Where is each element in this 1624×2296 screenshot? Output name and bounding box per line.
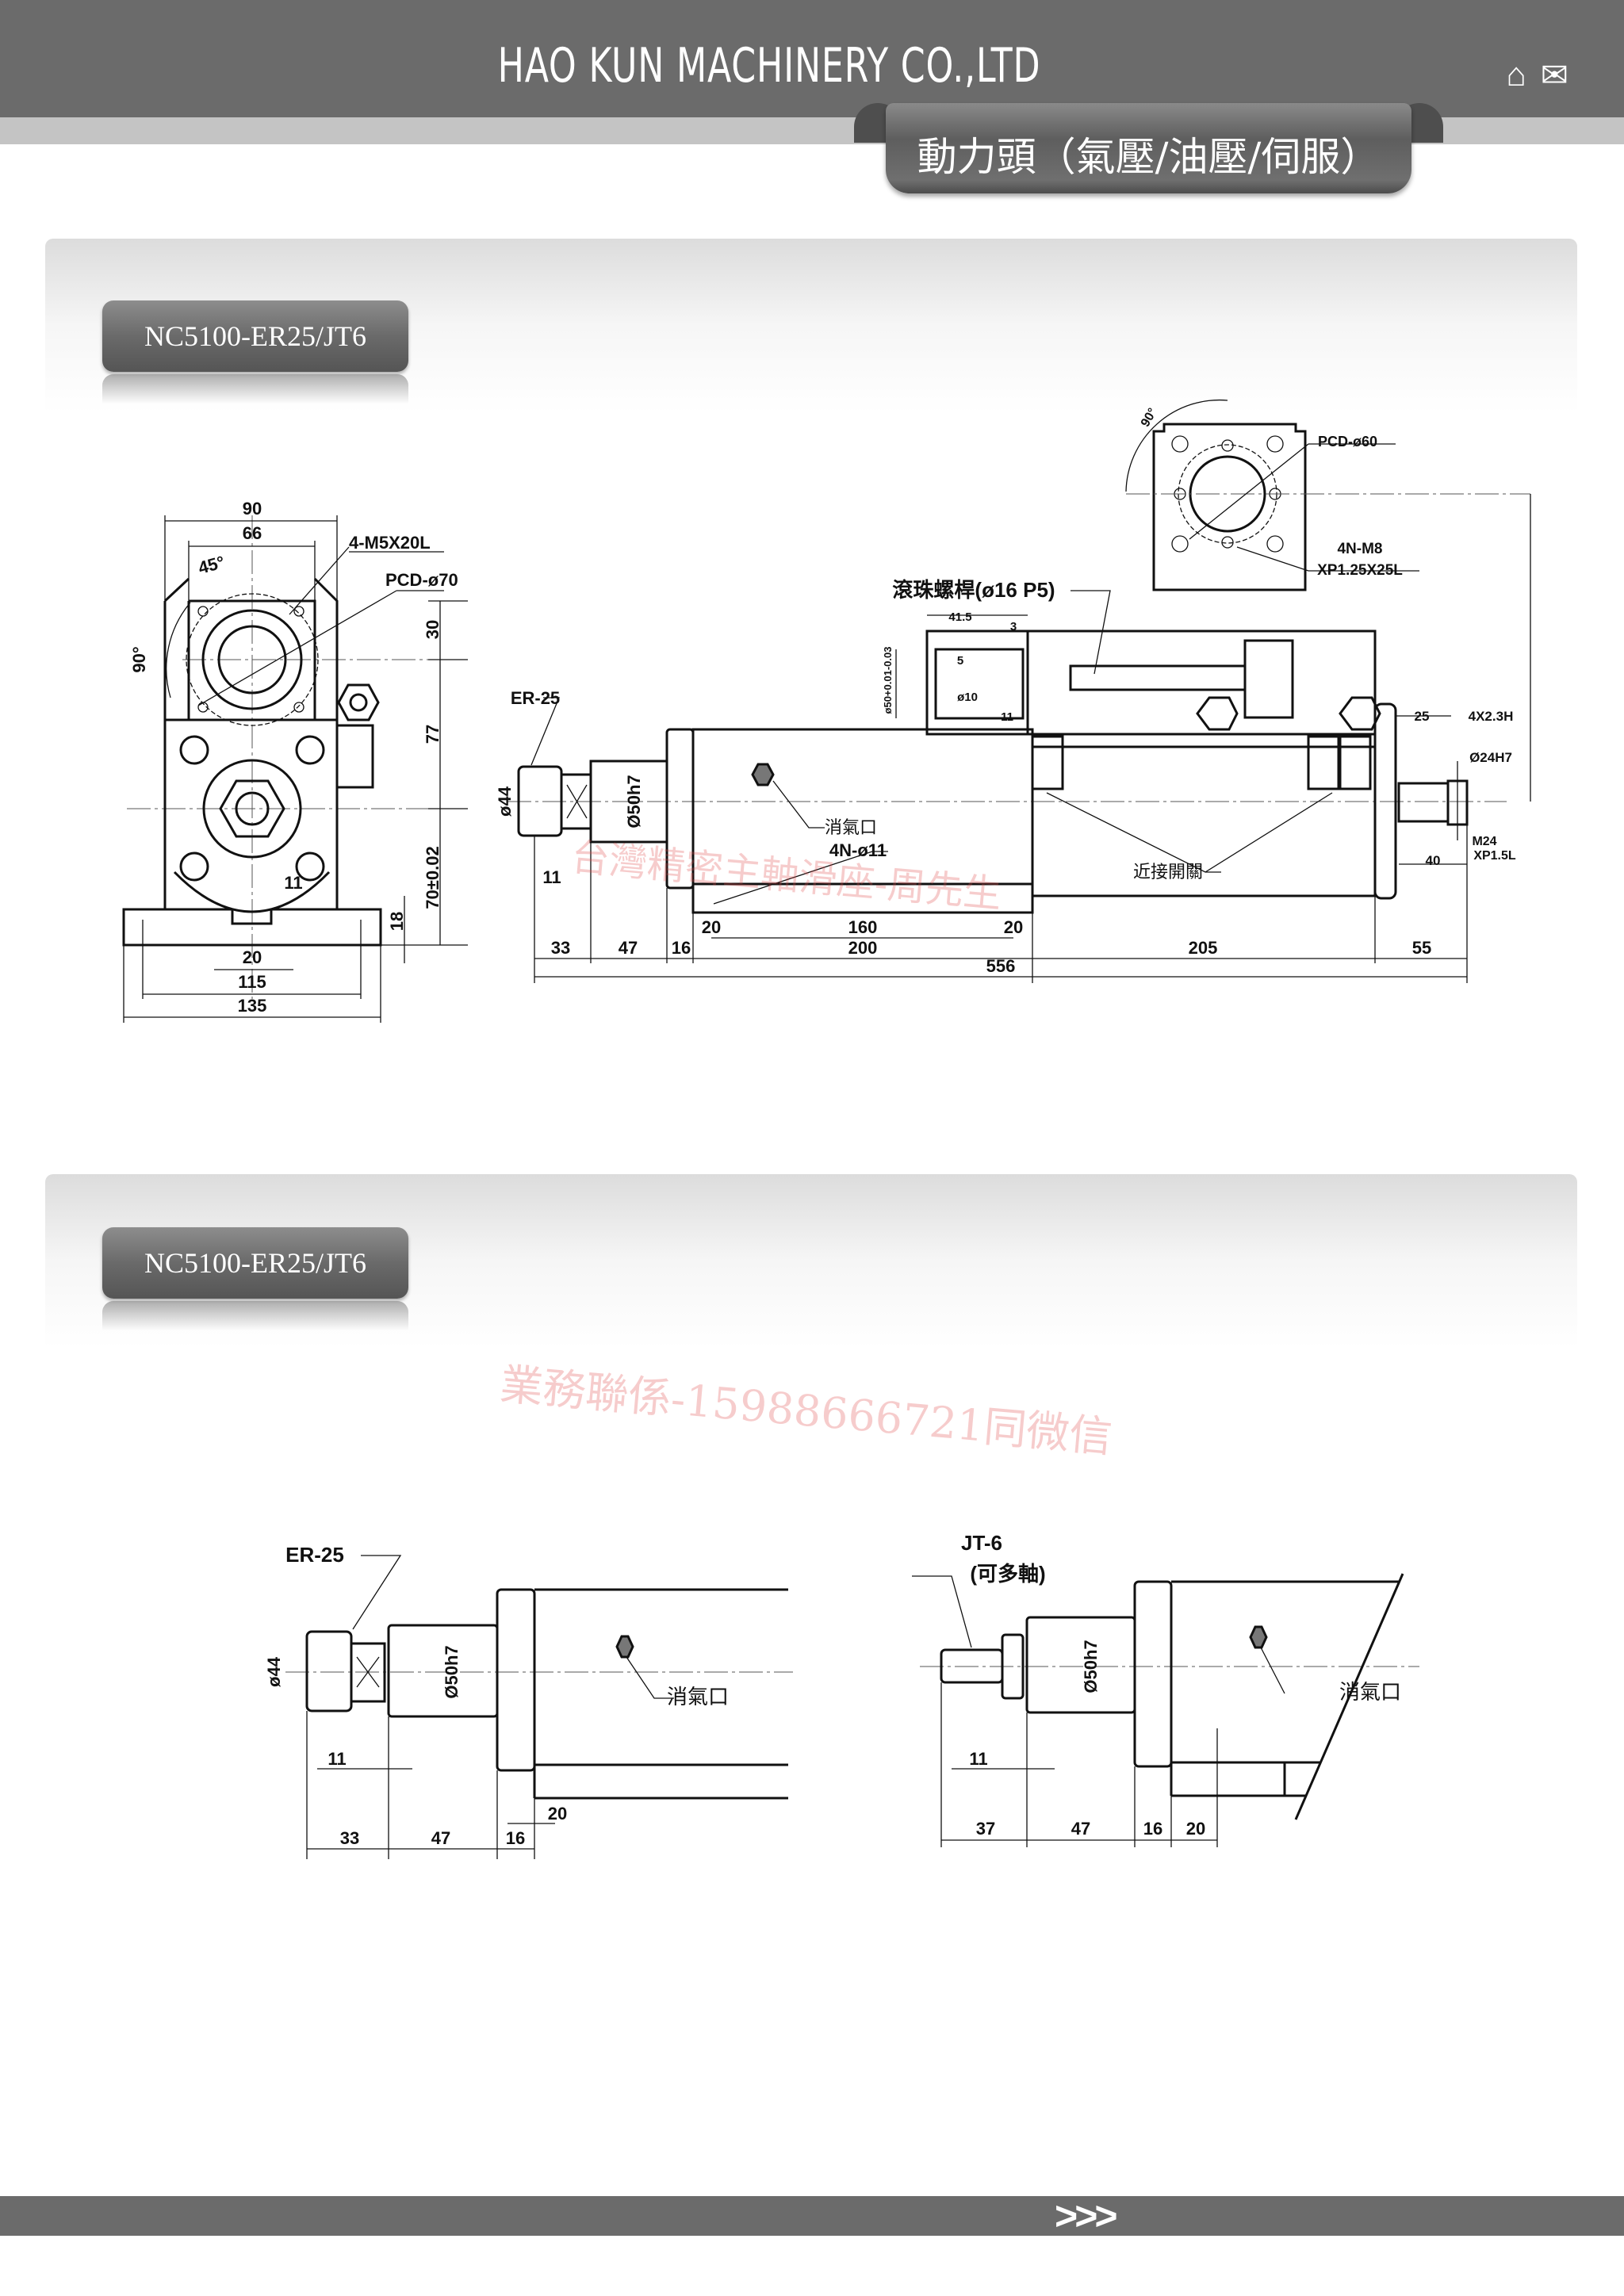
dim-33: 33 bbox=[340, 1828, 359, 1848]
side-view-drawing: 滾珠螺桿(ø16 P5) 41.5 3 5 ø10 11 ø50+0.01-0.… bbox=[495, 399, 1531, 983]
dim-47: 47 bbox=[619, 938, 638, 958]
header-bar bbox=[0, 0, 1624, 117]
angle-90: 90° bbox=[1139, 406, 1160, 429]
dim-41-5: 41.5 bbox=[948, 610, 971, 624]
dim-11: 11 bbox=[327, 1749, 346, 1769]
dim-115: 115 bbox=[238, 972, 266, 992]
dim-20: 20 bbox=[243, 947, 262, 967]
dim-90: 90 bbox=[243, 499, 262, 519]
next-page-arrows[interactable]: >>> bbox=[1055, 2194, 1118, 2238]
vent-label: 消氣口 bbox=[667, 1685, 729, 1709]
dim-77: 77 bbox=[423, 725, 442, 744]
angle-45: 45° bbox=[196, 552, 227, 578]
dim-30: 30 bbox=[423, 620, 442, 639]
dim-47: 47 bbox=[1071, 1819, 1090, 1839]
dim-55: 55 bbox=[1412, 938, 1431, 958]
dim-11: 11 bbox=[284, 873, 302, 893]
holes-label: 4N-ø11 bbox=[829, 840, 887, 860]
model-tab-1: NC5100-ER25/JT6 bbox=[102, 300, 408, 372]
footer-bar: >>> bbox=[0, 2196, 1624, 2236]
dim-5: 5 bbox=[957, 654, 963, 668]
dim-20: 20 bbox=[1186, 1819, 1205, 1839]
dim-11-block: 11 bbox=[1001, 710, 1013, 724]
dim-20: 20 bbox=[548, 1804, 567, 1823]
dim-44: ø44 bbox=[495, 786, 515, 817]
dim-160: 160 bbox=[848, 917, 878, 937]
angle-90: 90° bbox=[129, 646, 149, 672]
dim-37: 37 bbox=[976, 1819, 995, 1839]
thread-m24: M24 bbox=[1472, 835, 1496, 848]
detail-er25-drawing: ER-25 ø44 Ø50h7 消氣口 11 20 33 47 16 bbox=[264, 1543, 793, 1859]
dim-50h7: Ø50h7 bbox=[1081, 1640, 1101, 1693]
dim-66: 66 bbox=[243, 523, 262, 543]
proximity-switch-label: 近接開關 bbox=[1133, 862, 1203, 882]
er25-label: ER-25 bbox=[285, 1543, 344, 1567]
dim-135: 135 bbox=[238, 996, 267, 1016]
dim-16: 16 bbox=[672, 938, 691, 958]
er25-label: ER-25 bbox=[511, 688, 560, 708]
jt6-label: JT-6 bbox=[961, 1531, 1002, 1555]
dim-200: 200 bbox=[848, 938, 878, 958]
home-icon[interactable]: ⌂ bbox=[1506, 55, 1526, 93]
model-tab-reflection bbox=[102, 374, 408, 404]
multi-axis-label: (可多軸) bbox=[970, 1562, 1045, 1586]
model-tab-2: NC5100-ER25/JT6 bbox=[102, 1227, 408, 1299]
dim-20-left: 20 bbox=[702, 917, 721, 937]
dim-33: 33 bbox=[551, 938, 570, 958]
dim-11: 11 bbox=[542, 867, 561, 887]
header-icons: ⌂ ✉ bbox=[1506, 55, 1568, 94]
thread-m24-pitch: XP1.5L bbox=[1473, 849, 1516, 863]
thread-spec: 4-M5X20L bbox=[349, 533, 431, 553]
thread-m8: 4N-M8 bbox=[1337, 541, 1382, 557]
dim-70: 70±0.02 bbox=[423, 846, 442, 909]
dim-50h7: Ø50h7 bbox=[624, 775, 644, 828]
vent-label: 消氣口 bbox=[1339, 1680, 1401, 1704]
dim-16: 16 bbox=[1143, 1819, 1162, 1839]
mail-icon[interactable]: ✉ bbox=[1540, 56, 1568, 94]
dim-205: 205 bbox=[1189, 938, 1218, 958]
dim-50h7: Ø50h7 bbox=[442, 1645, 462, 1698]
dim-44: ø44 bbox=[264, 1656, 284, 1687]
dim-18: 18 bbox=[387, 912, 407, 931]
dim-11: 11 bbox=[969, 1749, 987, 1769]
dim-3: 3 bbox=[1010, 620, 1017, 633]
category-ribbon: 動力頭（氣壓/油壓/伺服） bbox=[854, 103, 1443, 193]
dim-556: 556 bbox=[986, 956, 1016, 976]
front-view-drawing: 90 66 45° 90° 4-M5X20L PCD-ø70 30 77 70±… bbox=[122, 499, 468, 1023]
key-spec: 4X2.3H bbox=[1469, 709, 1514, 724]
vent-label: 消氣口 bbox=[825, 817, 877, 837]
dim-47: 47 bbox=[431, 1828, 450, 1848]
dim-40: 40 bbox=[1426, 853, 1441, 868]
dim-24h7: Ø24H7 bbox=[1469, 750, 1512, 765]
category-title: 動力頭（氣壓/油壓/伺服） bbox=[917, 134, 1381, 180]
dim-10: ø10 bbox=[957, 691, 978, 704]
ribbon-body bbox=[886, 103, 1411, 193]
dim-20-right: 20 bbox=[1004, 917, 1023, 937]
thread-m8-length: XP1.25X25L bbox=[1317, 562, 1403, 579]
model-tab-reflection bbox=[102, 1301, 408, 1331]
company-name: HAO KUN MACHINERY CO.,LTD bbox=[497, 38, 1041, 94]
dim-50-tol: ø50+0.01-0.03 bbox=[882, 647, 894, 714]
dim-16: 16 bbox=[506, 1828, 525, 1848]
dim-25: 25 bbox=[1415, 709, 1430, 724]
ballscrew-label: 滾珠螺桿(ø16 P5) bbox=[892, 578, 1055, 602]
pcd-70: PCD-ø70 bbox=[385, 570, 458, 590]
detail-jt6-drawing: JT-6 (可多軸) Ø50h7 消氣口 11 37 47 16 20 bbox=[912, 1531, 1419, 1847]
pcd-60: PCD-ø60 bbox=[1318, 434, 1377, 450]
